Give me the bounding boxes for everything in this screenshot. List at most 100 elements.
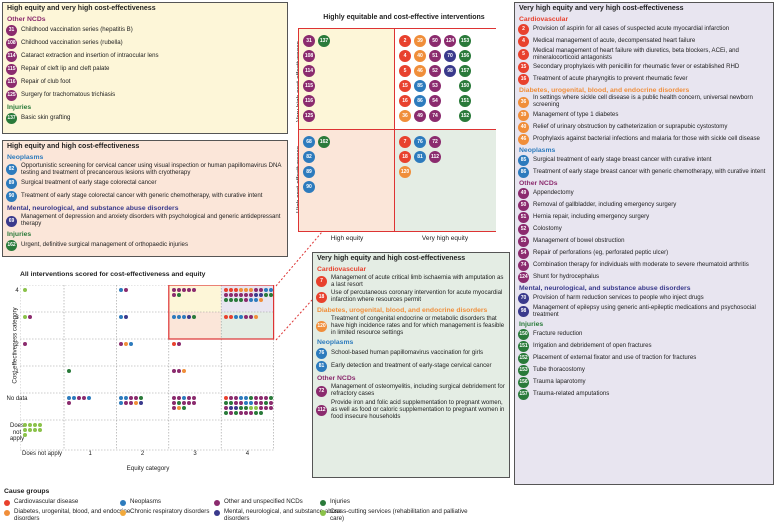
panel-very-high-equity-high-ce: Very high equity and high cost-effective… xyxy=(312,252,510,478)
intervention-number-badge: 81 xyxy=(316,361,327,373)
intervention-number-badge: 151 xyxy=(518,340,529,352)
quadrant-intervention-dot: 114 xyxy=(303,65,315,77)
x-label-high-equity: High equity xyxy=(330,235,364,242)
matrix-intervention-dot xyxy=(244,396,249,400)
group-label: Other NCDs xyxy=(317,375,356,383)
matrix-intervention-dot xyxy=(234,406,239,410)
matrix-title: All interventions scored for cost-effect… xyxy=(20,271,206,278)
legend-label: Other and unspecified NCDs xyxy=(224,498,303,505)
matrix-intervention-dot xyxy=(124,315,129,319)
panel-high-equity-very-high-ce: High equity and very high cost-effective… xyxy=(2,2,288,134)
panel-title: High equity and very high cost-effective… xyxy=(7,5,156,12)
quadrant-intervention-dot: 108 xyxy=(303,50,315,62)
legend-swatch xyxy=(214,510,220,516)
quadrant-intervention-dot: 150 xyxy=(459,80,471,92)
matrix-intervention-dot xyxy=(244,293,249,297)
quadrant-intervention-dot: 74 xyxy=(429,110,441,122)
legend-title: Cause groups xyxy=(4,488,50,495)
matrix-intervention-dot xyxy=(119,401,124,405)
matrix-col-label: 4 xyxy=(245,451,250,457)
legend-label: Cardiovascular disease xyxy=(14,498,79,505)
group-label: Mental, neurological, and substance abus… xyxy=(7,205,179,213)
intervention-text: Colostomy xyxy=(533,225,562,233)
intervention-text: Treatment of congenital endocrine or met… xyxy=(331,314,505,336)
matrix-intervention-dot xyxy=(171,396,176,400)
group-label: Diabetes, urogenital, blood, and endocri… xyxy=(519,87,690,95)
matrix-intervention-dot xyxy=(234,411,239,415)
intervention-number-badge: 36 xyxy=(518,96,529,108)
intervention-text: Prophylaxis against bacterial infections… xyxy=(533,135,760,143)
connector-matrix-to-center-b xyxy=(275,299,313,341)
matrix-intervention-dot xyxy=(224,298,229,302)
matrix-intervention-dot xyxy=(244,288,249,292)
matrix-intervention-dot xyxy=(72,396,76,400)
intervention-number-badge: 40 xyxy=(518,121,529,133)
intervention-text: Childhood vaccination series (rubella) xyxy=(21,38,123,46)
group-label: Neoplasms xyxy=(317,339,354,347)
matrix-intervention-dot xyxy=(244,401,249,405)
quadrant-intervention-dot: 76 xyxy=(414,136,426,148)
quadrant-intervention-dot: 18 xyxy=(399,151,411,163)
group-label: Neoplasms xyxy=(519,146,556,154)
intervention-number-badge: 31 xyxy=(6,24,17,36)
group-label: Mental, neurological, and substance abus… xyxy=(519,284,691,292)
matrix-intervention-dot xyxy=(33,423,37,427)
matrix-intervention-dot xyxy=(171,288,176,292)
legend-item: Diabetes, urogenital, blood, and endocri… xyxy=(4,508,154,523)
matrix-intervention-dot xyxy=(119,315,124,319)
intervention-text: Repair of cleft lip and cleft palate xyxy=(21,64,110,72)
intervention-text: Fracture reduction xyxy=(533,329,583,337)
intervention-text: Provision of aspirin for all cases of su… xyxy=(533,24,730,32)
matrix-intervention-dot xyxy=(269,396,274,400)
intervention-text: Surgical treatment of early stage colore… xyxy=(21,179,157,187)
intervention-number-badge: 82 xyxy=(6,164,17,175)
intervention-text: Relief of urinary obstruction by cathete… xyxy=(533,123,728,131)
intervention-text: Urgent, definitive surgical management o… xyxy=(21,241,188,249)
matrix-intervention-dot xyxy=(176,342,181,346)
intervention-text: Childhood vaccination series (hepatitis … xyxy=(21,25,133,33)
matrix-intervention-dot xyxy=(67,369,71,373)
intervention-number-badge: 5 xyxy=(518,49,529,60)
matrix-intervention-dot xyxy=(23,342,27,346)
quadrant-intervention-dot: 5 xyxy=(399,65,411,77)
x-label-very-high-equity: Very high equity xyxy=(421,235,469,242)
matrix-intervention-dot xyxy=(23,288,27,292)
matrix-intervention-dot xyxy=(191,315,196,319)
group-label: Other NCDs xyxy=(519,179,558,187)
matrix-intervention-dot xyxy=(259,298,264,302)
matrix-intervention-dot xyxy=(139,396,144,400)
intervention-text: Surgical treatment of early stage breast… xyxy=(533,156,712,164)
legend-item: Injuries xyxy=(320,498,430,506)
group-label: Neoplasms xyxy=(7,153,44,161)
legend-swatch xyxy=(120,510,126,516)
quadrant-intervention-dot: 31 xyxy=(303,35,315,47)
center-diagram: Highly equitable and cost-effective inte… xyxy=(290,14,512,244)
matrix-intervention-dot xyxy=(119,396,124,400)
matrix-intervention-dot xyxy=(239,298,244,302)
legend-swatch xyxy=(214,500,220,506)
matrix-intervention-dot xyxy=(254,315,259,319)
matrix-intervention-dot xyxy=(67,401,71,405)
matrix-intervention-dot xyxy=(239,396,244,400)
matrix-intervention-dot xyxy=(186,401,191,405)
intervention-number-badge: 86 xyxy=(518,166,529,178)
quadrant-intervention-dot: 82 xyxy=(303,151,315,163)
intervention-number-badge: 53 xyxy=(518,235,529,247)
quadrant-intervention-dot: 40 xyxy=(414,50,426,62)
